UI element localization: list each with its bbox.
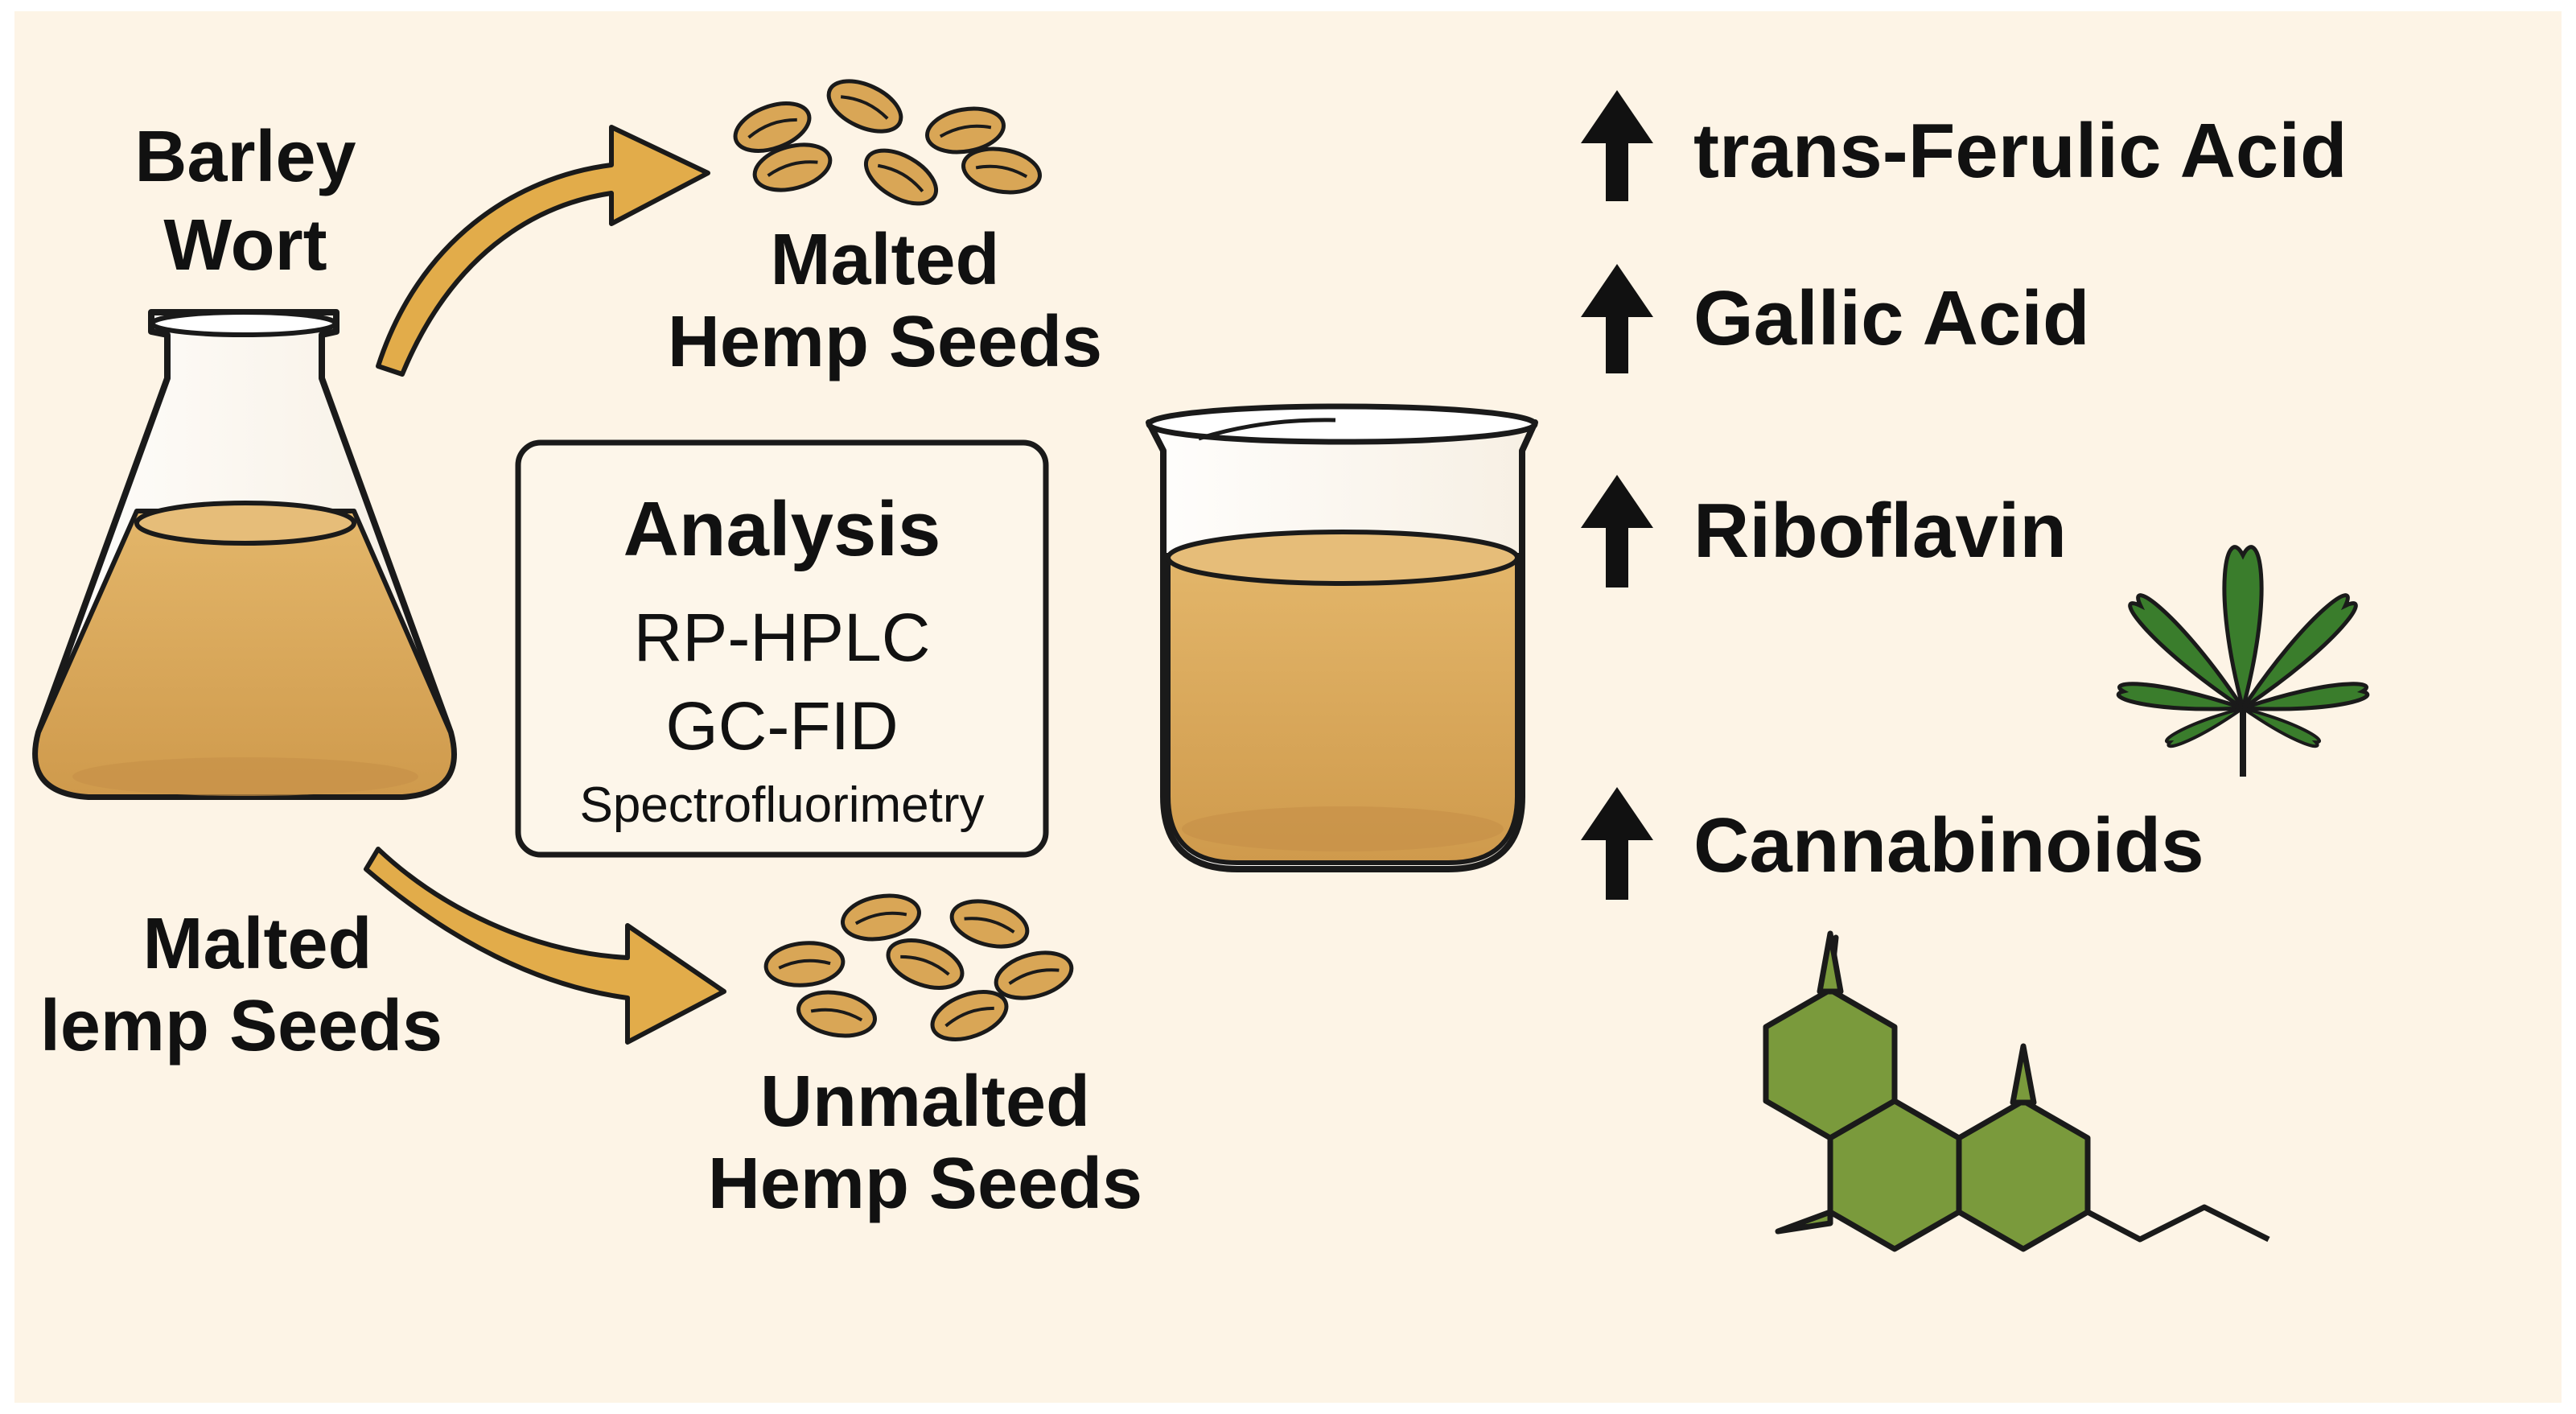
malted-left-line-2: lemp Seeds — [39, 986, 443, 1066]
analysis-method-rp-hplc: RP-HPLC — [633, 600, 931, 675]
analysis-title: Analysis — [623, 486, 941, 572]
unmalted-seeds-label: Unmalted Hemp Seeds — [644, 1061, 1207, 1225]
beaker-icon — [1146, 403, 1538, 872]
result-gallic-acid: Gallic Acid — [1693, 275, 2090, 361]
malted-left-line-1: Malted — [142, 904, 372, 984]
barley-wort-line-1: Barley — [134, 117, 356, 197]
malted-top-line-2: Hemp Seeds — [667, 302, 1103, 382]
result-cannabinoids: Cannabinoids — [1693, 802, 2204, 888]
cannabinoid-molecule-icon — [1763, 930, 2270, 1252]
up-arrow-icon — [1581, 475, 1653, 587]
unmalted-line-1: Unmalted — [759, 1062, 1091, 1142]
up-arrow-icon — [1581, 264, 1653, 373]
unmalted-line-2: Hemp Seeds — [707, 1144, 1143, 1224]
barley-wort-label: Barley Wort — [76, 113, 414, 290]
result-trans-ferulic-acid: trans-Ferulic Acid — [1693, 108, 2348, 194]
analysis-box — [515, 439, 1049, 858]
barley-wort-line-2: Wort — [163, 205, 327, 286]
malted-seeds-top-label: Malted Hemp Seeds — [611, 219, 1158, 383]
analysis-method-spectrofluorimetry: Spectrofluorimetry — [579, 777, 985, 833]
up-arrow-icon — [1581, 90, 1653, 201]
flask-icon — [32, 309, 457, 800]
curved-arrow-icon — [376, 125, 710, 377]
analysis-method-gc-fid: GC-FID — [665, 688, 899, 764]
result-riboflavin: Riboflavin — [1693, 488, 2068, 574]
malted-seeds-left-label: Malted lemp Seeds — [0, 903, 483, 1067]
malted-top-line-1: Malted — [770, 220, 1000, 300]
curved-arrow-icon — [364, 847, 726, 1045]
cannabis-leaf-icon — [2116, 545, 2370, 777]
up-arrow-icon — [1581, 787, 1653, 900]
